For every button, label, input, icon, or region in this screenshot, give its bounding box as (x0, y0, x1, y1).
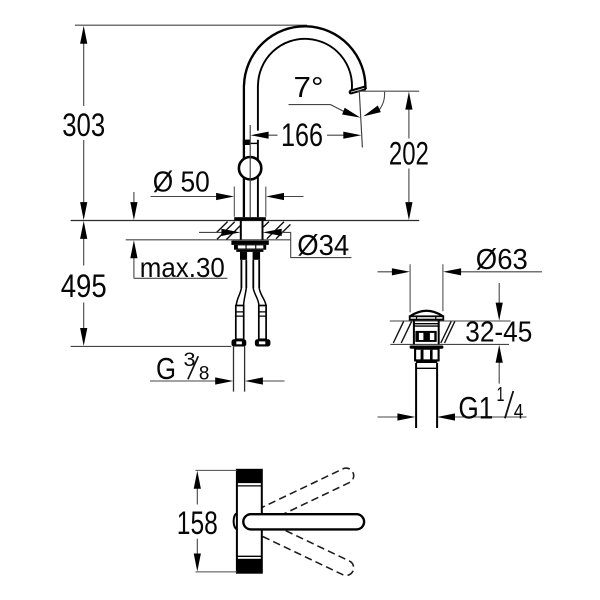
body-cap-top (236, 469, 262, 484)
dim-label-166: 166 (281, 117, 323, 153)
cap-slot (236, 341, 242, 345)
dim-spout-height: 303 (62, 25, 105, 221)
handle-top-view: 158 (177, 467, 366, 577)
thread-label-g: G (156, 351, 176, 386)
drain-counter-hatching (392, 321, 456, 344)
drain-body-rings (414, 323, 439, 327)
below-counter-assembly (231, 240, 271, 392)
body-cap-bottom (236, 558, 262, 573)
drain-slot-band (415, 330, 437, 342)
connector-seams (235, 311, 267, 317)
mounting-nut-bottom (236, 249, 264, 252)
thread-label-numerator: 3 (184, 349, 196, 371)
spout-outer-arc (242, 25, 367, 89)
left-hose-top (240, 251, 248, 260)
pivot-bump (232, 512, 238, 531)
dim-shank-diameter: Ø34 (199, 228, 352, 262)
lever-solid (242, 513, 366, 531)
spout-inner-arc (257, 37, 353, 92)
base-flange (234, 217, 266, 221)
dim-label-dia34: Ø34 (297, 230, 349, 262)
drain-body-edges (412, 319, 440, 345)
dim-label-dia63: Ø63 (476, 244, 528, 276)
thread-label-denominator: 4 (514, 401, 524, 424)
drain-collar-band (415, 360, 438, 363)
angle-annotation: 7° (288, 72, 420, 148)
fraction-slash (187, 355, 200, 380)
drain-slot-window (418, 332, 424, 340)
mounting-nut-top (231, 240, 269, 245)
stud-tube-edges (240, 259, 261, 288)
drain-tailpipe (415, 363, 439, 428)
cap-plate-ticks (416, 316, 437, 320)
dim-escutcheon-diameter: Ø 50 (150, 167, 304, 217)
box-divider (420, 349, 424, 360)
nut-slot (237, 245, 246, 249)
thread-label-denominator: 8 (199, 362, 210, 384)
drain-outline (408, 309, 445, 428)
dim-total-height: 495 (61, 220, 107, 346)
dim-deck-range: 32-45 (465, 283, 532, 384)
hose-curve (242, 287, 248, 306)
dim-label-303: 303 (62, 107, 105, 143)
body-seam-lines (237, 485, 262, 557)
thread-label-g1: G1 (458, 390, 493, 426)
dim-reach: 166 (250, 117, 362, 153)
right-connector (257, 304, 267, 341)
drain-fitting-view: Ø63 32-45 G1 1 4 (377, 244, 542, 428)
box-divider (430, 349, 433, 360)
hose-curve (235, 287, 243, 306)
hose-curve (258, 287, 267, 306)
dim-drain-flange: Ø63 (377, 244, 542, 313)
shank-edges (239, 220, 264, 240)
dim-label-158: 158 (177, 505, 218, 541)
dim-max-deck: max.30 (130, 192, 228, 283)
spout-seam (242, 139, 251, 145)
right-hose-top (252, 251, 261, 260)
drain-slot-window (429, 332, 435, 340)
dim-label-202: 202 (389, 135, 429, 171)
long-stud-tail (232, 346, 246, 392)
main-front-view: 303 495 max.30 Ø 50 1 (61, 24, 429, 392)
dim-label-max30: max.30 (140, 252, 225, 283)
drain-cap-dome (409, 309, 444, 318)
fraction-slash (504, 390, 515, 419)
dim-drain-thread: G1 1 4 (377, 384, 527, 426)
right-stud-tube (252, 259, 260, 288)
drain-cap-plate (408, 315, 445, 321)
nut-slot (246, 245, 256, 249)
dim-supply-thread: G 3 8 (150, 349, 285, 386)
hose-curve (252, 287, 260, 306)
left-connector (234, 304, 245, 341)
outlet-axis-line (358, 91, 363, 148)
thread-label-numerator: 1 (497, 384, 505, 406)
dim-label-495: 495 (61, 268, 107, 304)
angle-label-7deg: 7° (294, 72, 324, 104)
dim-handle-swing: 158 (177, 469, 238, 573)
faucet-outline (234, 25, 367, 240)
dim-label-32-45: 32-45 (465, 317, 532, 349)
drain-slotted-box (414, 347, 440, 362)
cap-slot (258, 341, 266, 345)
dim-label-dia50: Ø 50 (153, 167, 210, 199)
dim-outlet-height: 202 (389, 91, 429, 221)
left-stud-tube (240, 259, 248, 288)
nut-slot (256, 245, 264, 249)
